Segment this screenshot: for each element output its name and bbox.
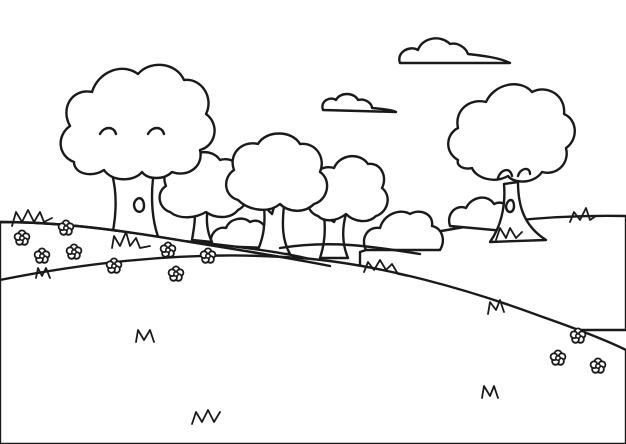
grass-tuft-9 [35,267,51,279]
flower-2 [57,219,75,236]
flower-6 [105,257,123,274]
foreground-hill [0,220,626,444]
flower-10 [549,349,567,366]
flower-7 [167,265,185,282]
flower-5 [159,241,177,258]
tree-large-right [447,83,576,244]
grass-tuft-8 [191,409,221,425]
cloud-large [398,37,512,65]
flower-3 [33,247,51,264]
grass-tuft-3 [363,259,409,277]
flowers-group [13,219,607,374]
grass-tuft-1 [11,209,53,227]
flower-4 [65,243,83,260]
bush-center [362,210,444,252]
cloud-small [321,92,398,114]
flower-9 [569,327,587,344]
grass-tuft-10 [495,227,523,241]
grass-tuft-6 [135,329,155,343]
tree-large-left [59,63,216,248]
tree-small-right [306,155,389,260]
flower-8 [199,247,217,264]
flower-1 [13,229,31,246]
tree-small-center [225,132,329,256]
grass-tuft-5 [569,207,597,223]
flower-11 [589,357,607,374]
grass-tuft-4 [487,299,505,315]
grass-tuft-2 [111,231,151,249]
grass-tuft-7 [481,385,499,399]
